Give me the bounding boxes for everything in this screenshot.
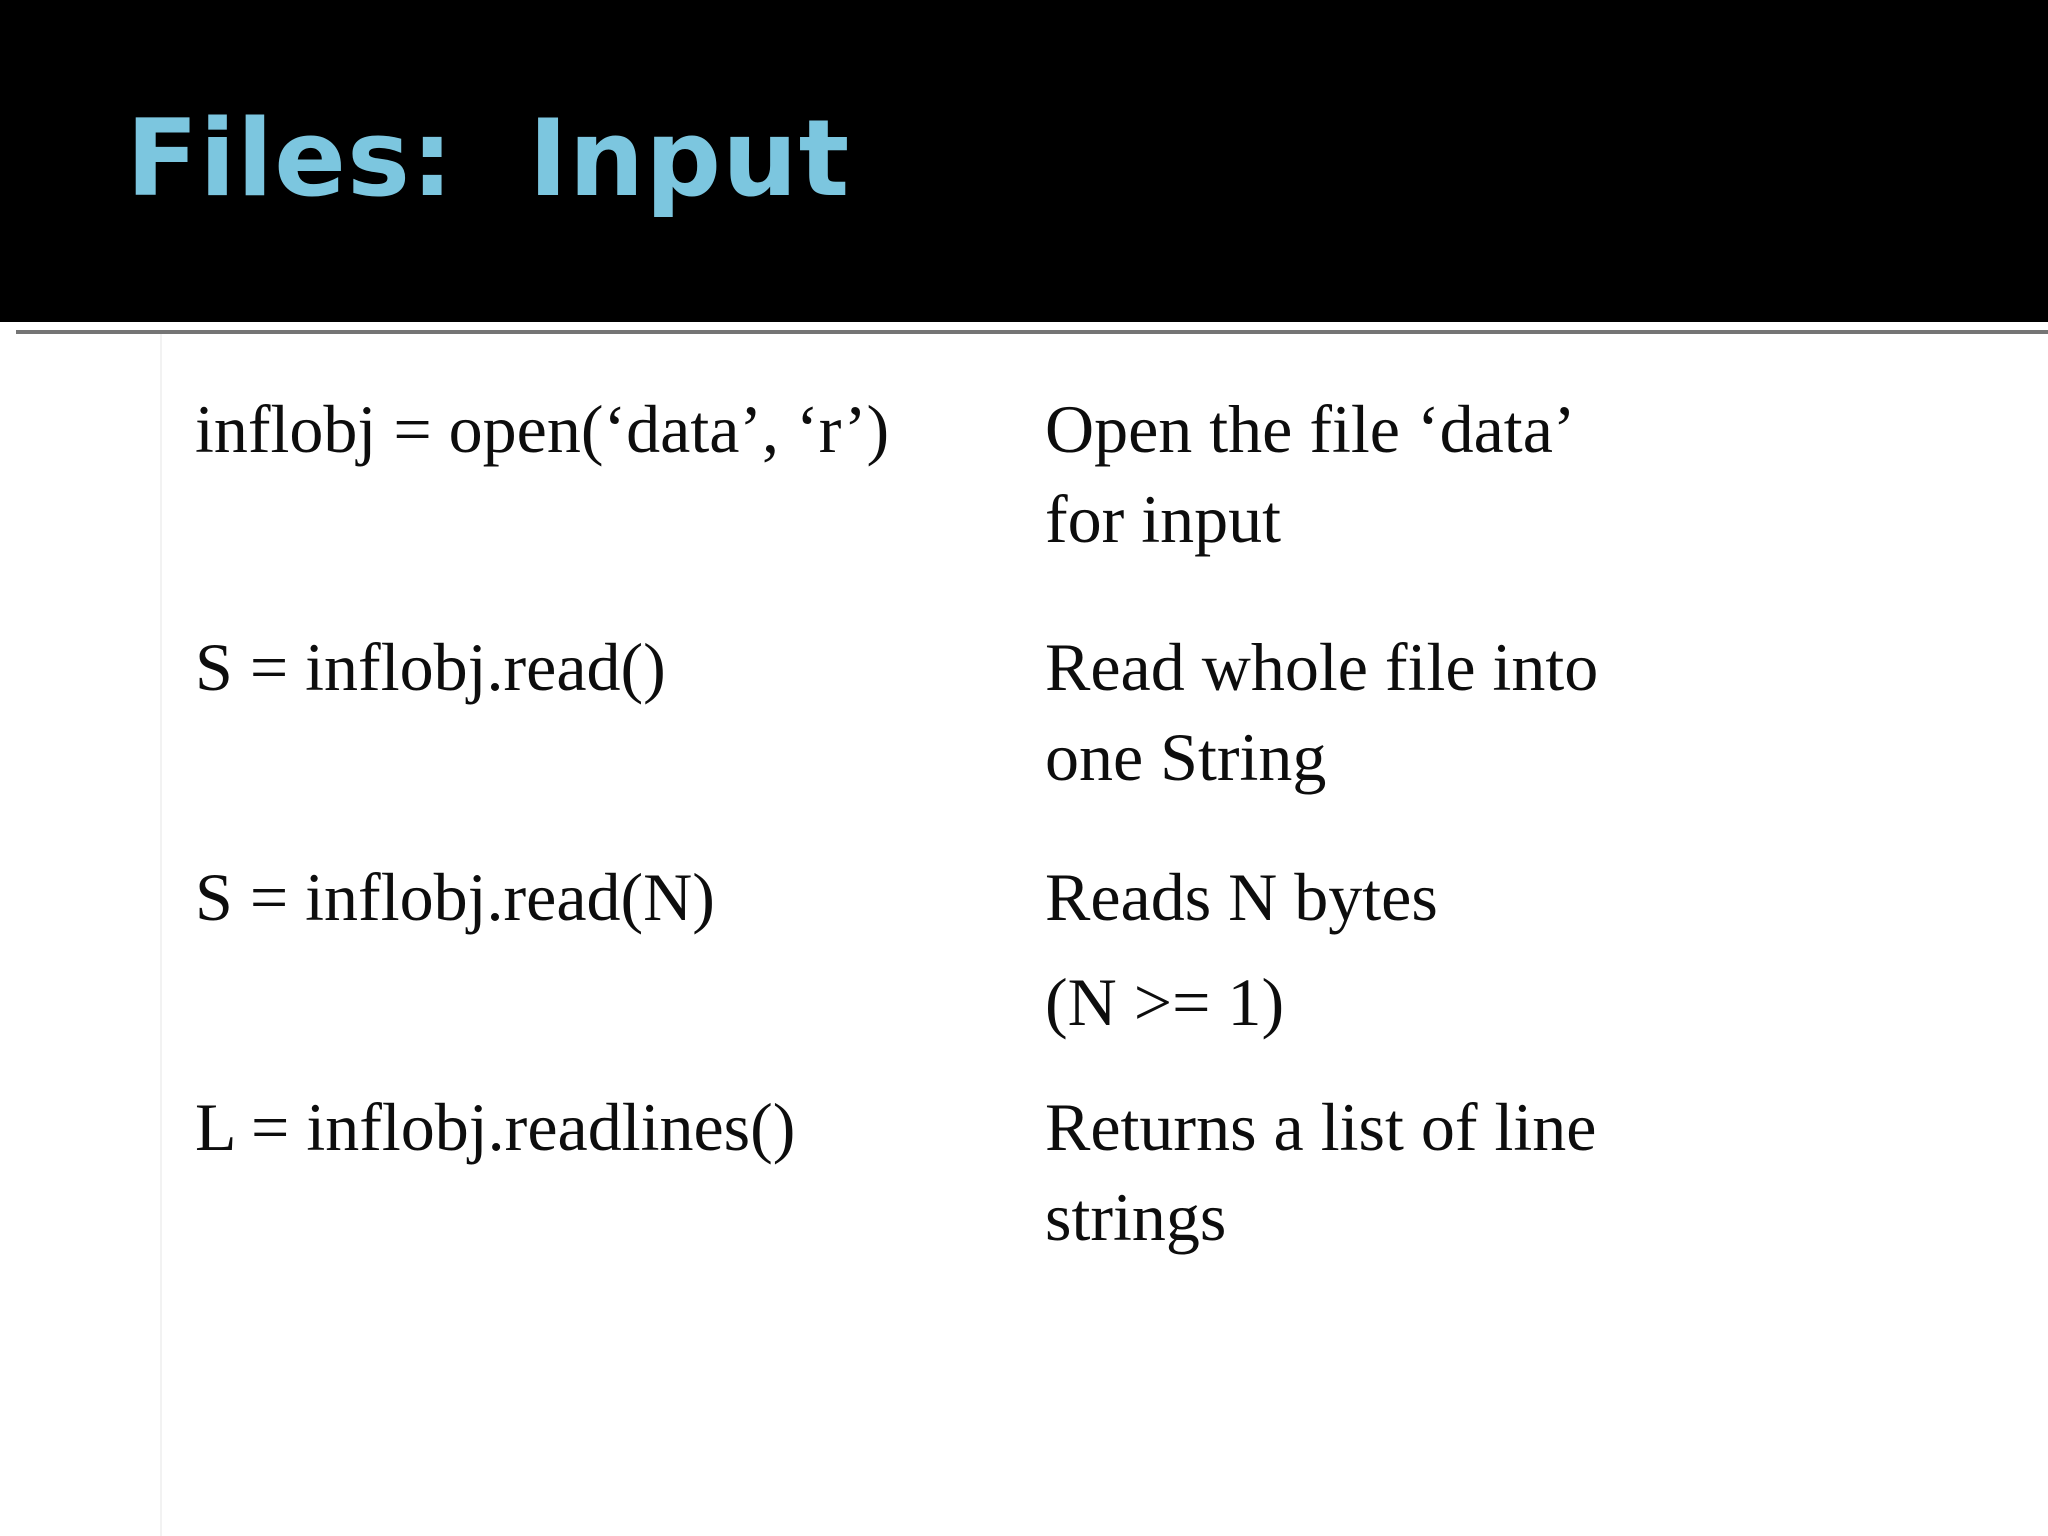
description-line: one String <box>1045 719 1327 795</box>
description-cell: Open the file ‘data’ for input <box>1045 384 2018 564</box>
description-line: (N >= 1) <box>1045 964 1285 1040</box>
description-line: Open the file ‘data’ <box>1045 391 1576 467</box>
code-cell: L = inflobj.readlines() <box>195 1089 796 1165</box>
header-divider-line <box>16 330 2048 334</box>
description-line: strings <box>1045 1179 1227 1255</box>
table-row: S = inflobj.read() Read whole file into … <box>195 622 2018 802</box>
description-line: Reads N bytes <box>1045 859 1438 935</box>
code-cell: inflobj = open(‘data’, ‘r’) <box>195 391 890 467</box>
table-row: L = inflobj.readlines() Returns a list o… <box>195 1082 2018 1262</box>
code-cell: S = inflobj.read(N) <box>195 859 715 935</box>
header-bar <box>0 0 2048 322</box>
table-row: S = inflobj.read(N) Reads N bytes (N >= … <box>195 852 2018 1047</box>
description-cell: Reads N bytes (N >= 1) <box>1045 852 2018 1047</box>
description-line: Read whole file into <box>1045 629 1599 705</box>
left-margin-rule <box>160 334 162 1536</box>
description-line: for input <box>1045 481 1282 557</box>
code-cell: S = inflobj.read() <box>195 629 666 705</box>
description-line: Returns a list of line <box>1045 1089 1597 1165</box>
description-cell: Read whole file into one String <box>1045 622 2018 802</box>
table-row: inflobj = open(‘data’, ‘r’) Open the fil… <box>195 384 2018 564</box>
description-cell: Returns a list of line strings <box>1045 1082 2018 1262</box>
page-title: Files: Input <box>126 97 851 220</box>
